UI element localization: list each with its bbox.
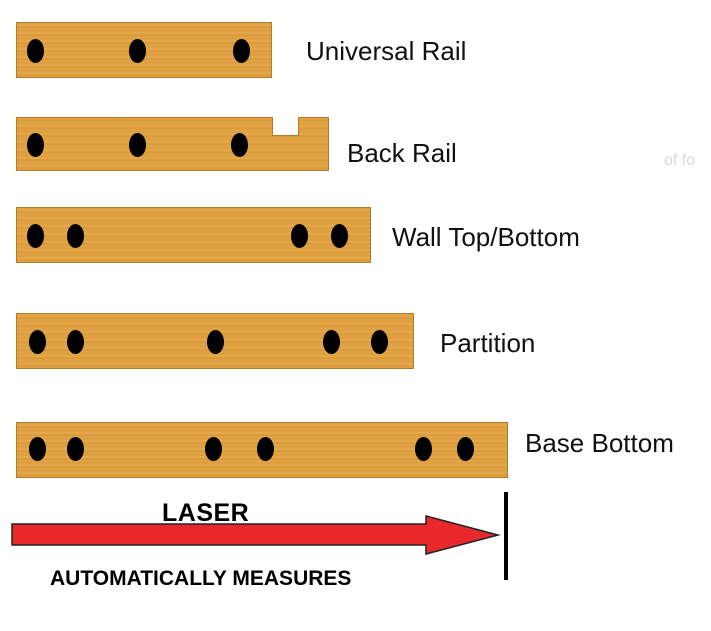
board-back-rail: [16, 117, 329, 171]
hole: [67, 330, 84, 354]
hole: [27, 39, 44, 63]
laser-subtitle: AUTOMATICALLY MEASURES: [50, 567, 352, 590]
hole: [231, 133, 248, 157]
hole: [67, 437, 84, 461]
label-base-bottom: Base Bottom: [525, 428, 674, 458]
board-wall-top-bottom: [16, 207, 371, 263]
label-partition: Partition: [440, 328, 536, 358]
notch: [272, 117, 299, 136]
board-base-bottom: [16, 422, 508, 478]
hole: [415, 437, 432, 461]
hole: [207, 330, 224, 354]
hole: [371, 330, 388, 354]
hole: [29, 437, 46, 461]
laser-title: LASER: [162, 499, 250, 527]
hole: [323, 330, 340, 354]
hole: [27, 224, 44, 248]
hole: [291, 224, 308, 248]
hole: [129, 133, 146, 157]
hole: [457, 437, 474, 461]
hole: [233, 39, 250, 63]
hole: [331, 224, 348, 248]
hole: [205, 437, 222, 461]
hole: [29, 330, 46, 354]
label-universal-rail: Universal Rail: [306, 36, 467, 66]
label-back-rail: Back Rail: [347, 138, 457, 168]
hole: [27, 133, 44, 157]
board-partition: [16, 313, 414, 369]
hole: [67, 224, 84, 248]
hole: [129, 39, 146, 63]
hole: [257, 437, 274, 461]
board-universal-rail: [16, 22, 272, 78]
ghost-text: of fo: [664, 152, 696, 169]
label-wall-top-bottom: Wall Top/Bottom: [392, 222, 580, 252]
arrow-shape: [11, 515, 501, 555]
